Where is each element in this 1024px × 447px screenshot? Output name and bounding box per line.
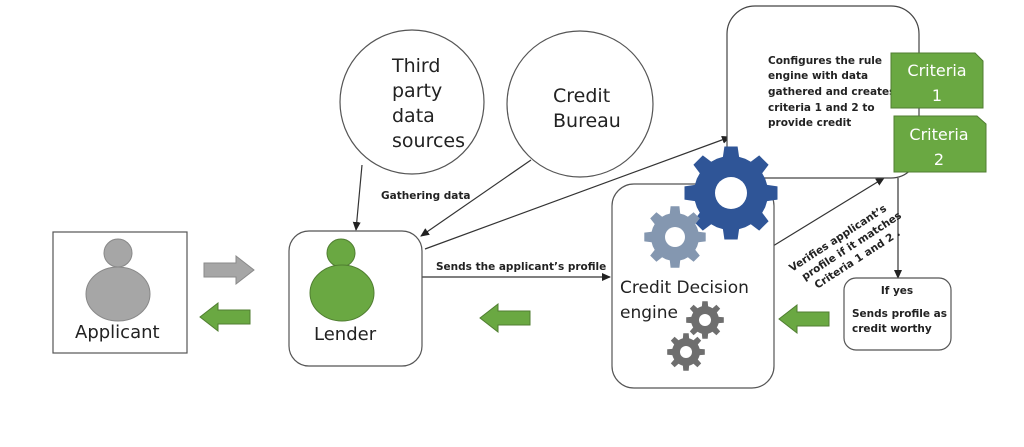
third-party-line-3: data — [392, 105, 435, 127]
svg-text:Applicant: Applicant — [75, 322, 160, 343]
rule-config-line-2: engine with data — [768, 70, 868, 82]
third-party-line-2: party — [392, 80, 442, 102]
svg-text:gathered and creates: gathered and creates — [768, 86, 895, 98]
svg-text:Criteria: Criteria — [909, 125, 968, 144]
svg-text:Sends profile as: Sends profile as — [852, 308, 947, 320]
svg-text:Lender: Lender — [314, 324, 377, 345]
gear-dark-gray-icon — [686, 301, 724, 339]
criteria-1-line-2: 1 — [932, 86, 942, 105]
gear-dark-gray-icon — [667, 333, 705, 371]
result-title: If yes — [881, 285, 913, 297]
third-party-line-4: sources — [392, 130, 465, 152]
svg-text:2: 2 — [934, 150, 944, 169]
result-line-2: credit worthy — [852, 323, 932, 335]
edge-bureau-to-lender — [420, 159, 532, 237]
lender-label: Lender — [314, 324, 377, 345]
gear-hole — [715, 177, 747, 209]
node-rule-config: Configures the rule engine with data gat… — [726, 5, 920, 179]
svg-text:Sends the applicant’s profile: Sends the applicant’s profile — [436, 261, 606, 273]
credit-bureau-line-2: Bureau — [553, 110, 621, 132]
credit-bureau-line-1: Credit — [553, 85, 610, 107]
gear-hole — [699, 314, 711, 326]
svg-text:If yes: If yes — [881, 285, 913, 297]
gear-large-blue-icon — [684, 146, 778, 240]
svg-text:Credit: Credit — [553, 85, 610, 107]
svg-text:credit worthy: credit worthy — [852, 323, 932, 335]
node-result-if-yes: If yes Sends profile as credit worthy — [843, 277, 952, 351]
third-party-line-1: Third — [391, 55, 440, 77]
svg-text:provide credit: provide credit — [768, 117, 851, 129]
applicant-label: Applicant — [75, 322, 160, 343]
svg-text:Bureau: Bureau — [553, 110, 621, 132]
svg-text:sources: sources — [392, 130, 465, 152]
criteria-1-line-1: Criteria — [907, 61, 966, 80]
lender-person-body-icon — [309, 264, 375, 322]
svg-text:Credit Decision: Credit Decision — [620, 278, 749, 298]
engine-line-1: Credit Decision — [620, 278, 749, 298]
svg-text:engine with data: engine with data — [768, 70, 868, 82]
rule-config-line-5: provide credit — [768, 117, 851, 129]
svg-text:data: data — [392, 105, 435, 127]
applicant-person-head-icon — [103, 238, 133, 268]
label-sends-profile: Sends the applicant’s profile — [436, 261, 606, 273]
rule-config-line-3: gathered and creates — [768, 86, 895, 98]
node-third-party-data-sources: Third party data sources — [339, 29, 485, 175]
criteria-2-line-2: 2 — [934, 150, 944, 169]
svg-text:Gathering data: Gathering data — [381, 190, 470, 202]
gear-hole — [665, 227, 685, 247]
rule-config-line-1: Configures the rule — [768, 55, 882, 67]
svg-text:criteria 1 and 2 to: criteria 1 and 2 to — [768, 102, 875, 114]
gear-light-blue-icon — [644, 206, 706, 268]
applicant-person-body-icon — [85, 266, 151, 322]
arrow-right-applicant-to-lender-icon — [203, 254, 255, 286]
edge-third-party-to-lender — [352, 164, 363, 231]
arrow-left-engine-to-lender-icon — [479, 302, 531, 334]
node-lender: Lender — [288, 230, 423, 367]
node-credit-bureau: Credit Bureau — [506, 30, 654, 178]
rule-config-line-4: criteria 1 and 2 to — [768, 102, 875, 114]
criteria-2-line-1: Criteria — [909, 125, 968, 144]
lender-person-head-icon — [326, 238, 356, 268]
node-criteria-2: Criteria 2 — [893, 115, 987, 173]
node-applicant: Applicant — [52, 231, 188, 354]
result-line-1: Sends profile as — [852, 308, 947, 320]
edge-engine-to-criteria — [772, 177, 885, 247]
edge-lender-to-config — [424, 136, 731, 250]
svg-text:Third: Third — [391, 55, 440, 77]
svg-text:Configures the rule: Configures the rule — [768, 55, 882, 67]
arrow-left-lender-to-applicant-icon — [199, 301, 251, 333]
arrow-left-result-to-engine-icon — [778, 303, 830, 335]
svg-text:party: party — [392, 80, 442, 102]
node-criteria-1: Criteria 1 — [890, 52, 984, 109]
svg-text:Criteria: Criteria — [907, 61, 966, 80]
label-gathering-data: Gathering data — [381, 190, 470, 202]
svg-text:1: 1 — [932, 86, 942, 105]
svg-text:engine: engine — [620, 303, 678, 323]
gear-hole — [680, 346, 692, 358]
engine-line-2: engine — [620, 303, 678, 323]
